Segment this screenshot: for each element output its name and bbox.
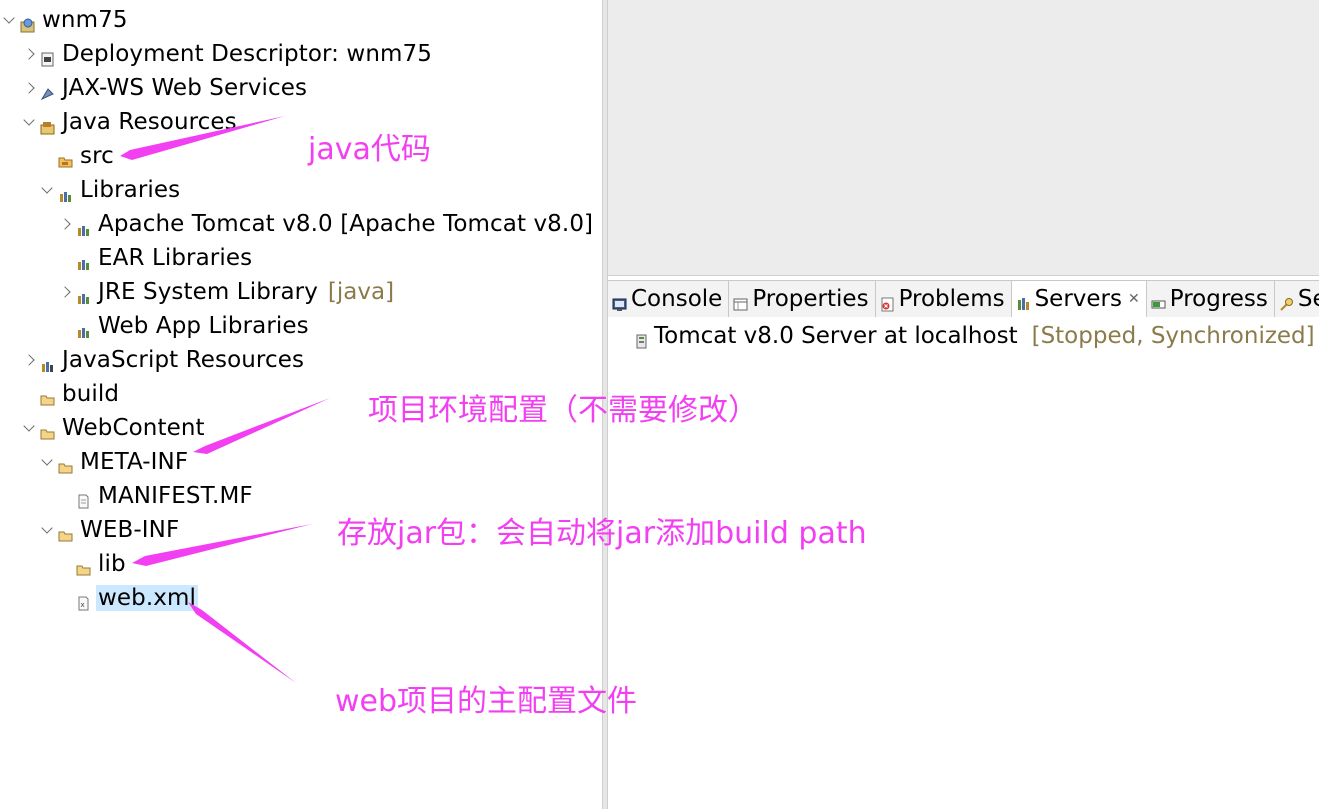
console-icon xyxy=(612,292,627,311)
tree-item-label: META-INF xyxy=(80,449,189,475)
tab-servers[interactable]: Servers ✕ xyxy=(1011,281,1147,317)
tree-item-jax-ws[interactable]: JAX-WS Web Services xyxy=(22,72,309,104)
tree-item-java-resources[interactable]: Java Resources xyxy=(22,106,239,138)
server-name: Tomcat v8.0 Server at localhost xyxy=(654,323,1018,349)
tree-item-label: Web App Libraries xyxy=(98,313,309,339)
chevron-down-icon[interactable] xyxy=(2,12,16,27)
tree-item-label: JAX-WS Web Services xyxy=(62,75,308,101)
folder-icon xyxy=(40,387,55,405)
chevron-right-icon[interactable] xyxy=(58,217,72,231)
annotation-lib: 存放jar包：会自动将jar添加build path xyxy=(337,516,867,551)
tree-item-build[interactable]: build xyxy=(40,378,121,410)
library-icon xyxy=(76,285,91,304)
tree-item-label: lib xyxy=(98,551,126,577)
tree-item-ear-libraries[interactable]: EAR Libraries xyxy=(76,242,254,274)
annotation-src: java代码 xyxy=(308,132,431,167)
chevron-down-icon[interactable] xyxy=(40,182,54,197)
java-resources-icon xyxy=(40,115,55,134)
tree-item-deployment-descriptor[interactable]: Deployment Descriptor: wnm75 xyxy=(22,38,434,70)
file-icon xyxy=(76,489,91,508)
tab-problems[interactable]: Problems xyxy=(876,281,1012,317)
chevron-right-icon[interactable] xyxy=(22,353,36,367)
chevron-right-icon[interactable] xyxy=(58,285,72,299)
server-row[interactable]: Tomcat v8.0 Server at localhost [Stopped… xyxy=(634,319,1315,353)
tree-item-label: wnm75 xyxy=(42,7,128,33)
tree-item-tomcat-library[interactable]: Apache Tomcat v8.0 [Apache Tomcat v8.0] xyxy=(58,208,595,240)
chevron-down-icon[interactable] xyxy=(22,420,36,435)
folder-icon xyxy=(58,523,73,541)
project-explorer-tree: wnm75 Deployment Descriptor: wnm75 JAX-W… xyxy=(0,0,602,809)
tree-item-label: EAR Libraries xyxy=(98,245,253,271)
folder-icon xyxy=(58,455,73,473)
tree-item-label: JRE System Library xyxy=(98,279,318,305)
library-icon xyxy=(76,217,91,236)
tree-item-label: Apache Tomcat v8.0 [Apache Tomcat v8.0] xyxy=(98,211,594,237)
servers-view: Tomcat v8.0 Server at localhost [Stopped… xyxy=(608,317,1319,809)
server-status: [Stopped, Synchronized] xyxy=(1031,323,1315,349)
tree-item-web-xml[interactable]: x web.xml xyxy=(76,582,198,614)
chevron-down-icon[interactable] xyxy=(40,454,54,469)
tree-item-project[interactable]: wnm75 xyxy=(2,4,130,36)
tree-item-label: WebContent xyxy=(62,415,205,441)
library-icon xyxy=(76,251,91,270)
tree-item-webcontent[interactable]: WebContent xyxy=(22,412,207,444)
tab-label: Servers xyxy=(1034,286,1122,312)
tab-label: Properties xyxy=(752,286,869,312)
properties-icon xyxy=(733,292,748,310)
javascript-resources-icon xyxy=(40,353,55,372)
annotation-webcontent: 项目环境配置（不需要修改） xyxy=(368,393,758,428)
deployment-descriptor-icon xyxy=(40,47,55,66)
tree-item-label: web.xml xyxy=(96,585,198,611)
source-folder-icon xyxy=(58,149,73,167)
tree-item-label: build xyxy=(62,381,120,407)
tree-item-javascript-resources[interactable]: JavaScript Resources xyxy=(22,344,306,376)
svg-text:x: x xyxy=(81,601,85,609)
web-services-icon xyxy=(40,81,55,100)
close-icon[interactable]: ✕ xyxy=(1128,291,1140,307)
web-project-icon xyxy=(20,13,35,32)
tree-item-label: src xyxy=(80,143,114,169)
tab-progress[interactable]: Progress xyxy=(1147,281,1275,317)
tab-label: Problems xyxy=(898,286,1005,312)
annotation-web-xml: web项目的主配置文件 xyxy=(335,684,638,719)
tree-item-label: JavaScript Resources xyxy=(62,347,305,373)
tree-item-libraries[interactable]: Libraries xyxy=(40,174,182,206)
chevron-right-icon[interactable] xyxy=(22,81,36,95)
tab-label: Se xyxy=(1297,286,1319,312)
folder-icon xyxy=(40,421,55,439)
folder-icon xyxy=(76,557,91,575)
chevron-down-icon[interactable] xyxy=(22,114,36,129)
tab-label: Console xyxy=(631,286,723,312)
tree-item-lib[interactable]: lib xyxy=(76,548,128,580)
chevron-right-icon[interactable] xyxy=(22,47,36,61)
view-tab-bar: Console Properties Problems Servers ✕ Pr… xyxy=(608,280,1319,318)
tree-item-jre-library[interactable]: JRE System Library [java] xyxy=(58,276,394,308)
tree-item-src[interactable]: src xyxy=(58,140,116,172)
tree-item-label: Deployment Descriptor: wnm75 xyxy=(62,41,432,67)
tree-item-decoration: [java] xyxy=(327,279,395,305)
library-icon xyxy=(76,319,91,338)
servers-icon xyxy=(1016,292,1031,310)
tree-item-manifest[interactable]: MANIFEST.MF xyxy=(76,480,255,512)
server-icon xyxy=(634,329,649,348)
tab-console[interactable]: Console xyxy=(608,281,730,317)
tree-item-web-inf[interactable]: WEB-INF xyxy=(40,514,181,546)
tree-item-meta-inf[interactable]: META-INF xyxy=(40,446,190,478)
tab-label: Progress xyxy=(1169,286,1268,312)
editor-area xyxy=(608,0,1319,276)
tree-item-label: Libraries xyxy=(80,177,181,203)
tree-item-label: Java Resources xyxy=(62,109,237,135)
pane-splitter[interactable] xyxy=(602,0,608,809)
tab-search[interactable]: Se xyxy=(1275,281,1319,317)
tree-item-label: WEB-INF xyxy=(80,517,180,543)
chevron-down-icon[interactable] xyxy=(40,522,54,537)
xml-file-icon: x xyxy=(76,591,91,610)
problems-icon xyxy=(880,292,895,311)
tree-item-web-app-libraries[interactable]: Web App Libraries xyxy=(76,310,311,342)
progress-icon xyxy=(1151,292,1166,308)
tree-item-label: MANIFEST.MF xyxy=(98,483,253,509)
libraries-icon xyxy=(58,183,73,202)
search-icon xyxy=(1279,292,1294,311)
tab-properties[interactable]: Properties xyxy=(729,281,876,317)
